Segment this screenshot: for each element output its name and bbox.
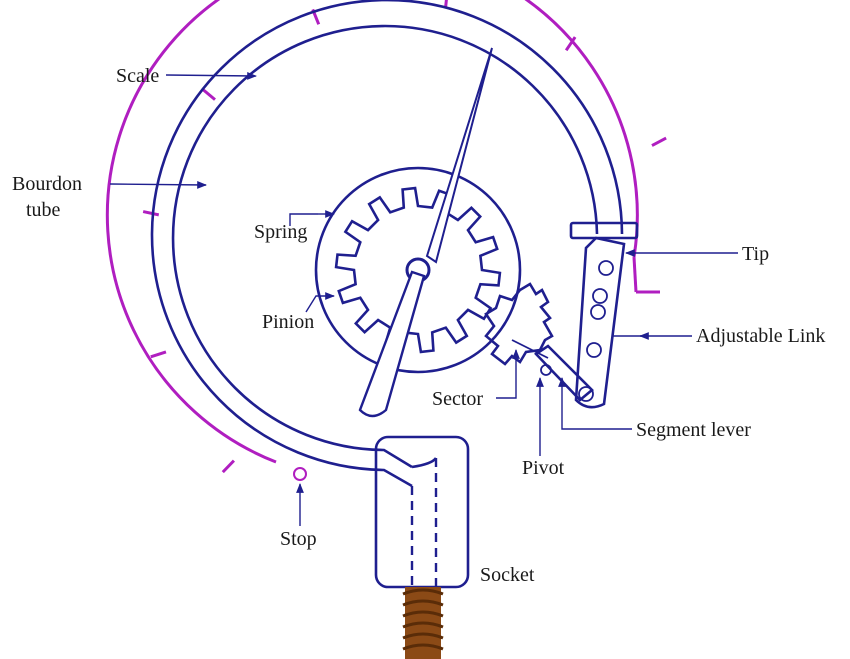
thread-line [402,643,444,651]
stop-marker [293,467,307,481]
labels: Scale Bourdon tube Spring Pinion Tip Adj… [12,65,825,586]
scale-tick [201,88,216,101]
thread-line [402,599,444,607]
label-scale: Scale [116,65,159,87]
tip-block [569,221,639,240]
sector [484,282,554,366]
scale-tick [651,136,667,147]
pinion-assembly [314,166,522,374]
label-sector: Sector [432,388,483,410]
threaded-stem [402,587,444,659]
segment-lever-arm [574,236,626,409]
label-spring: Spring [254,221,307,243]
label-socket: Socket [480,564,535,586]
linkage [533,221,639,409]
label-pivot: Pivot [522,457,565,479]
label-pinion: Pinion [262,311,314,333]
pivot-pin [540,364,552,376]
socket [374,435,470,590]
dial-circle [314,166,522,374]
link-bar [533,344,594,402]
thread-line [402,621,444,629]
scale-tick [150,350,167,359]
label-adjustable-link: Adjustable Link [696,325,825,347]
label-segment-lever: Segment lever [636,419,751,441]
scale-tick [564,36,577,52]
label-bourdon-line2: tube [26,199,61,221]
label-stop: Stop [280,528,317,550]
pointer [358,47,493,418]
bourdon-tube [150,0,624,488]
scale-tick [444,0,448,7]
thread-line [402,632,444,640]
scale-tick [142,210,160,217]
scale-tick [221,459,235,474]
thread-line [402,588,444,596]
leader-lines [109,71,738,526]
label-tip: Tip [742,243,769,265]
label-bourdon-line1: Bourdon [12,173,82,195]
thread-line [402,610,444,618]
